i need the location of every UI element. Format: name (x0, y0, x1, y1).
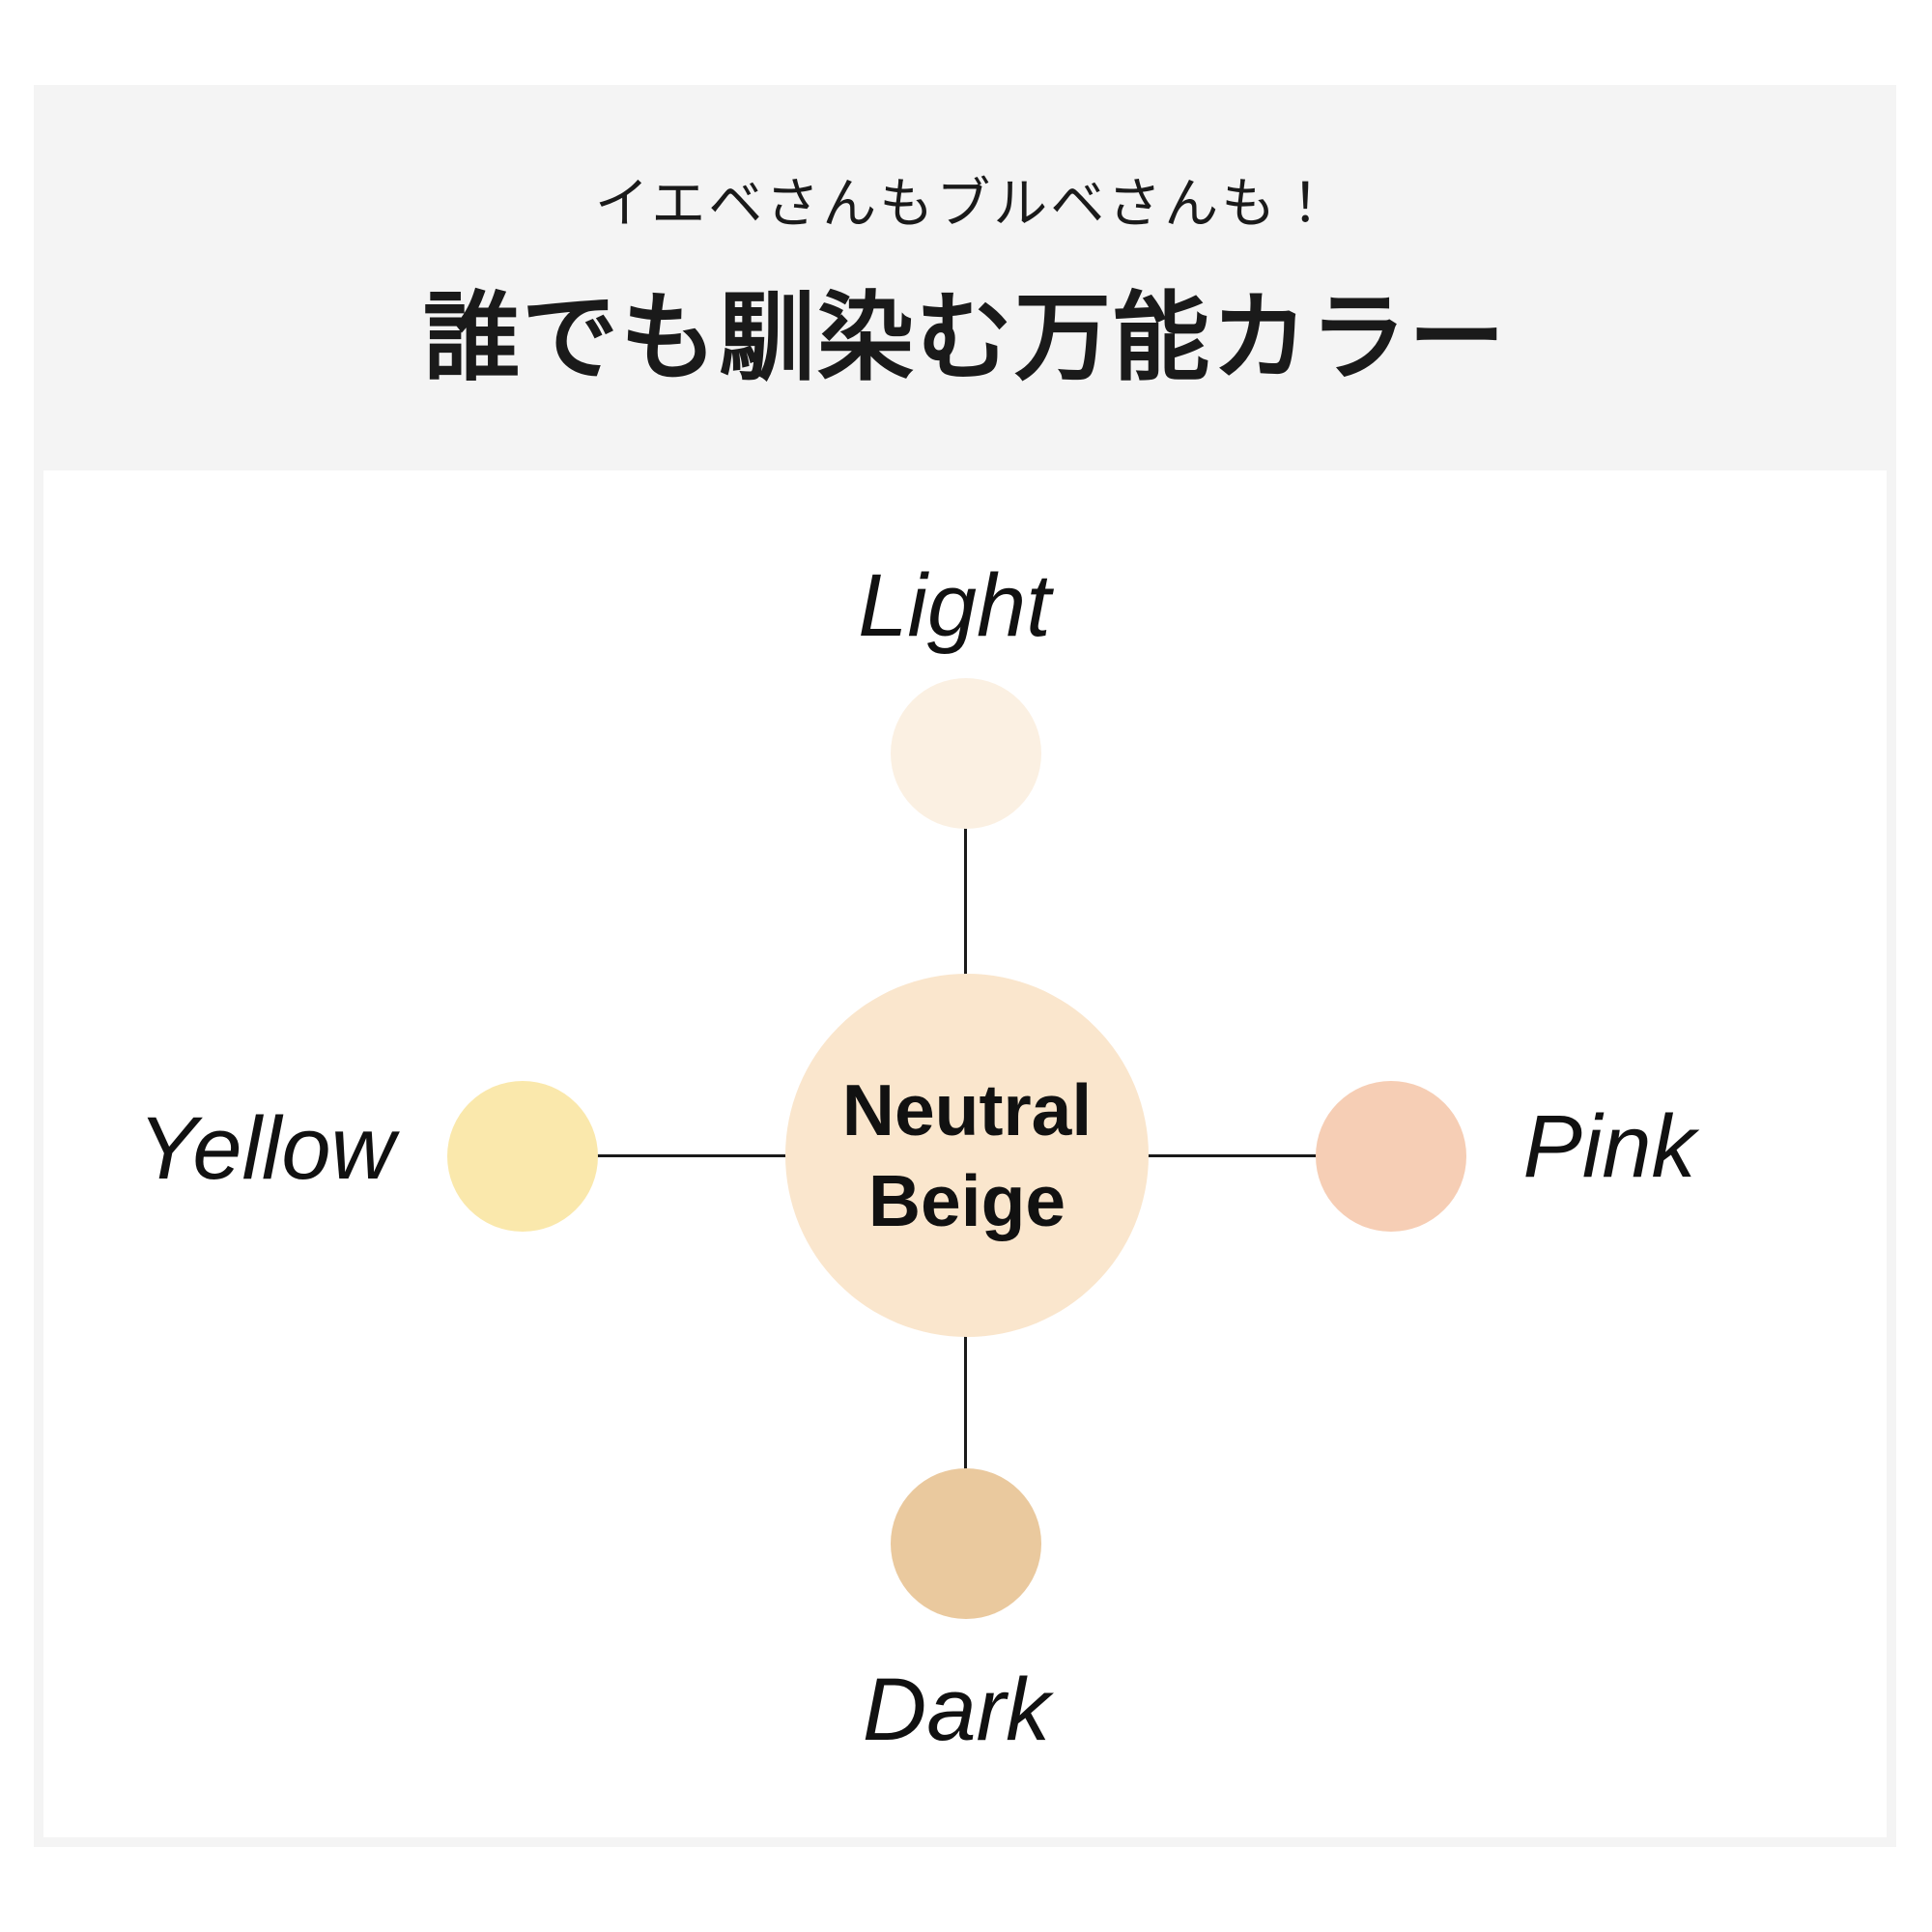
center-node-neutral-beige: Neutral Beige (785, 974, 1149, 1337)
header-banner: イエベさんもブルベさんも！ 誰でも馴染む万能カラー (34, 85, 1896, 461)
color-swatch-yellow (447, 1081, 598, 1232)
label-yellow: Yellow (138, 1099, 395, 1198)
color-swatch-dark (891, 1468, 1041, 1619)
label-pink: Pink (1522, 1097, 1696, 1196)
diagram-panel: Neutral Beige Light Yellow Pink Dark (34, 461, 1896, 1847)
color-swatch-pink (1316, 1081, 1466, 1232)
center-node-label-line1: Neutral (841, 1069, 1093, 1151)
label-dark: Dark (862, 1661, 1051, 1759)
label-light: Light (858, 556, 1051, 655)
center-node-label-line2: Beige (867, 1160, 1066, 1241)
color-swatch-light (891, 678, 1041, 829)
header-subtitle: イエベさんもブルベさんも！ (594, 173, 1336, 234)
diagram-area: Neutral Beige Light Yellow Pink Dark (43, 470, 1887, 1837)
header-title: 誰でも馴染む万能カラー (423, 284, 1507, 392)
